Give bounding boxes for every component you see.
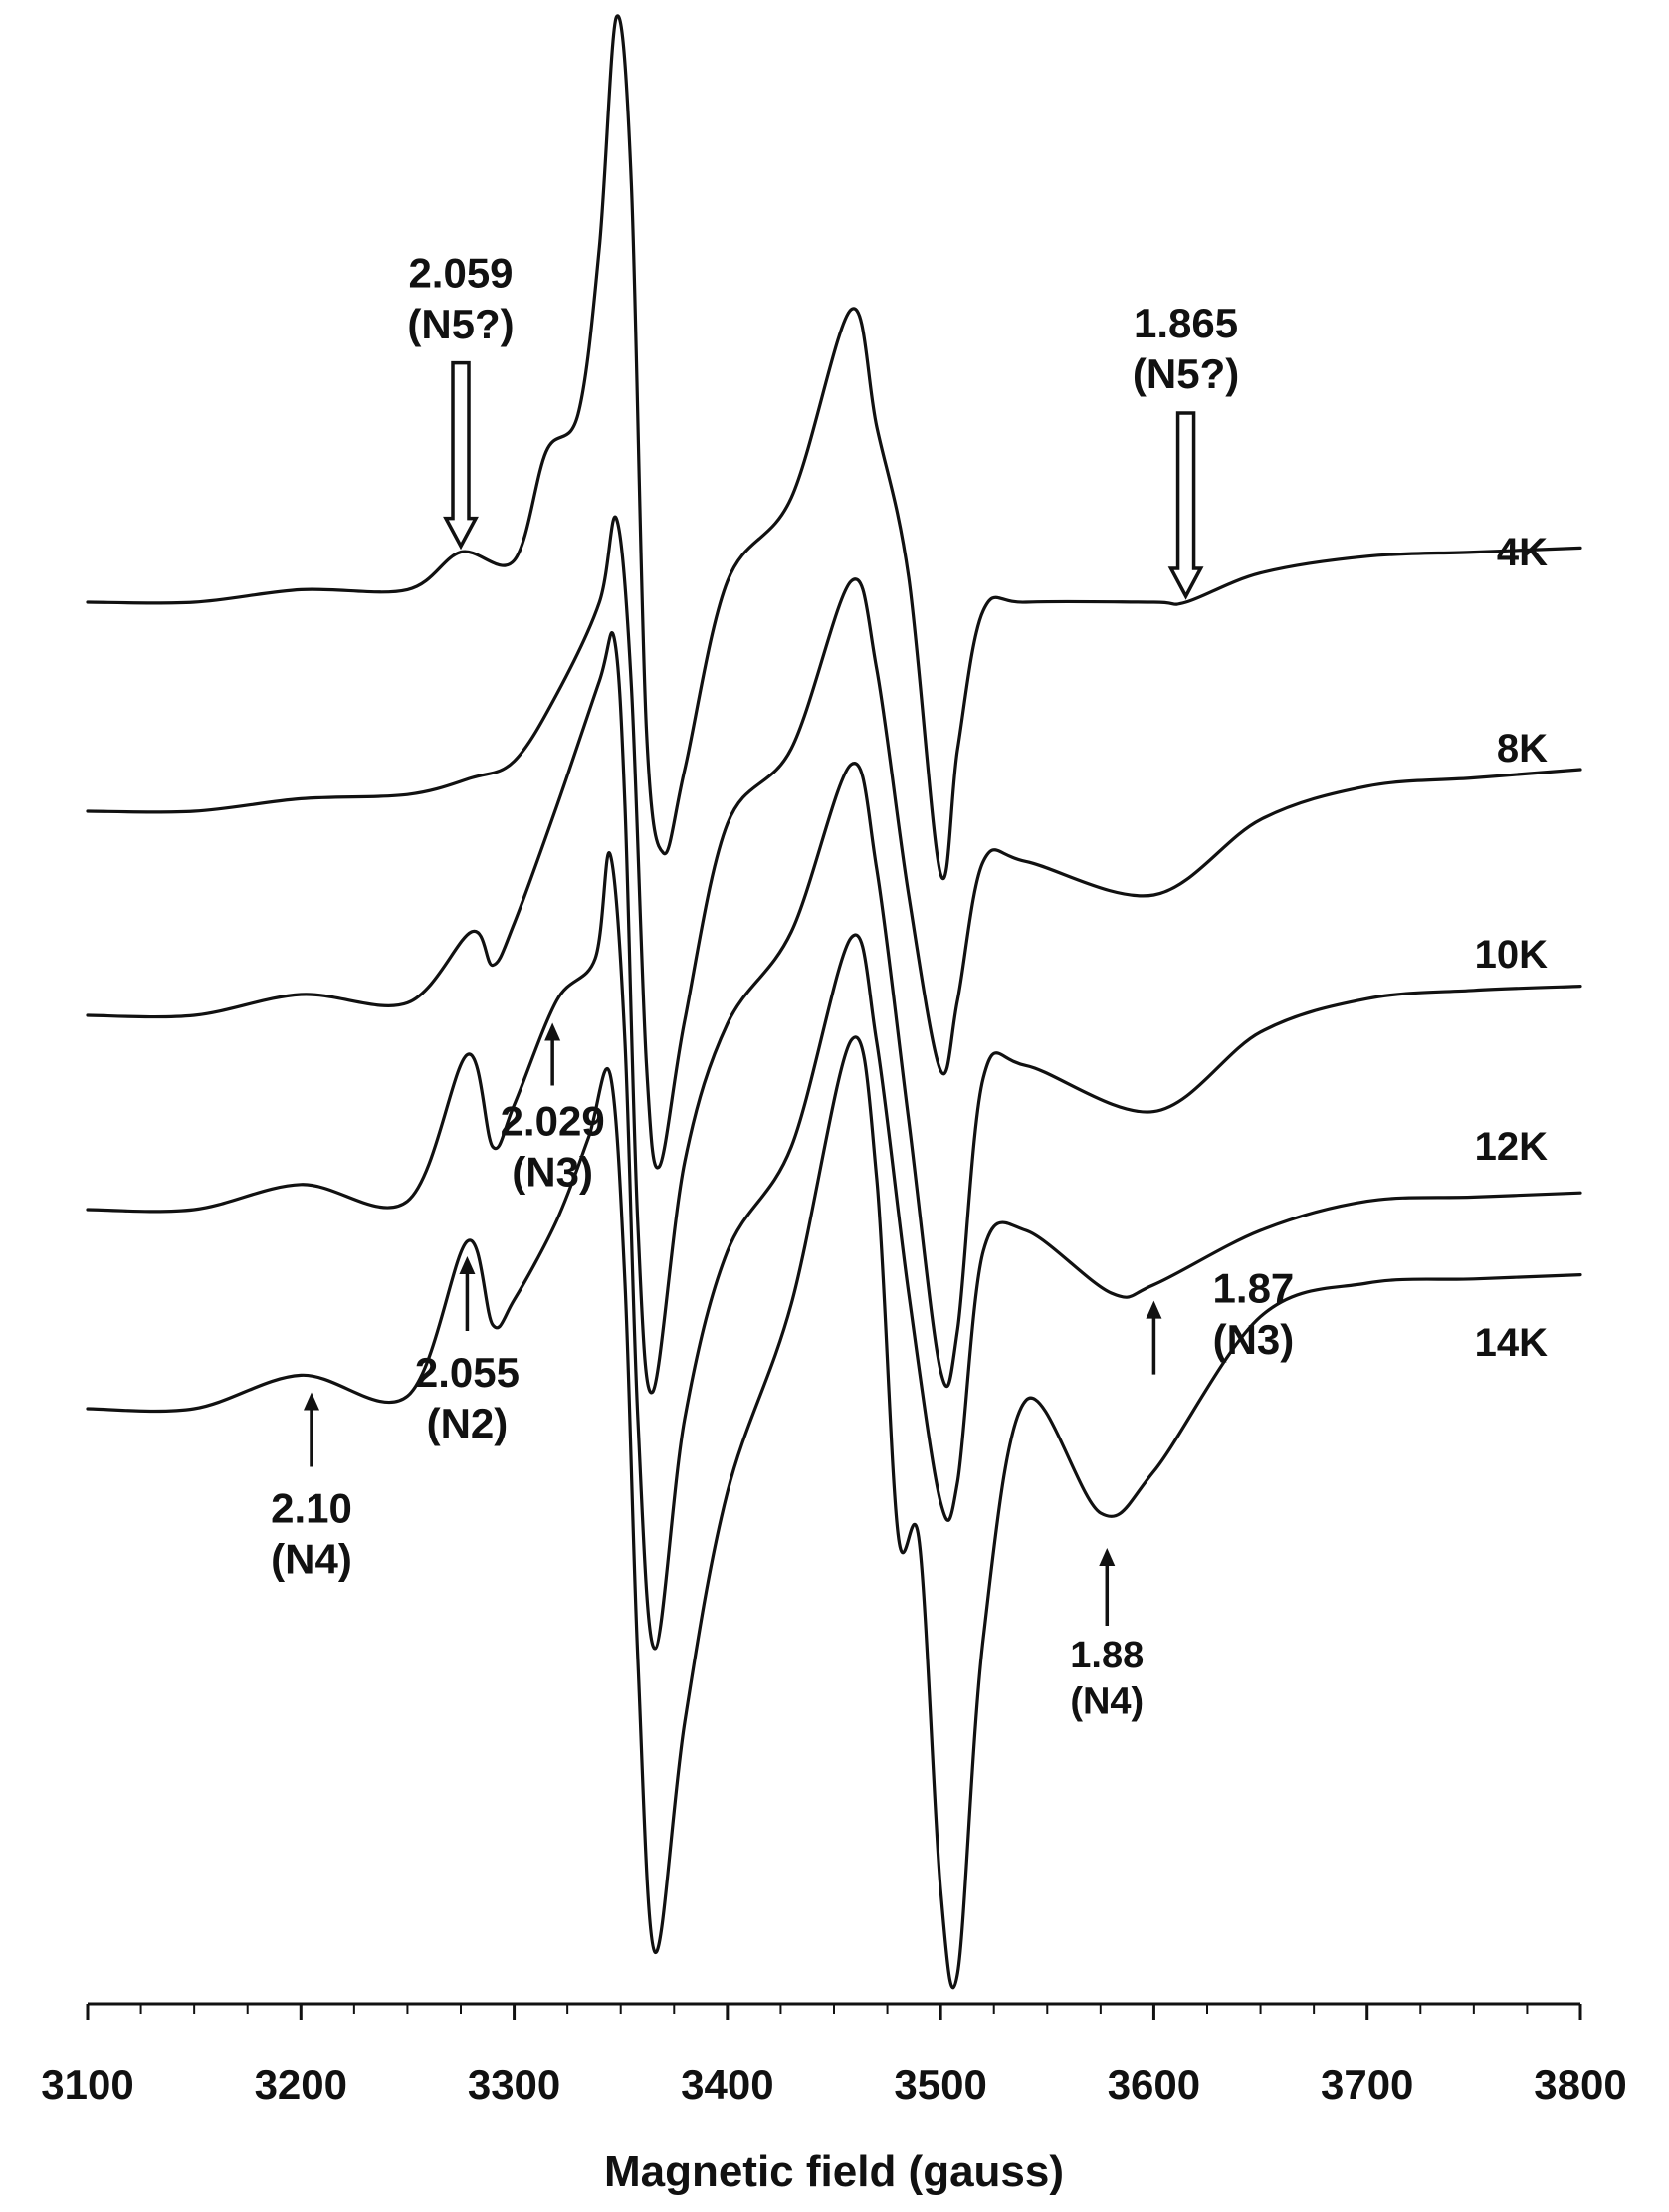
trace-group [86,14,1582,1990]
annotation-value: 2.10 [271,1485,352,1532]
annotation-value: 1.88 [1070,1635,1144,1676]
annotation-value: 2.055 [415,1349,520,1396]
x-tick-label: 3800 [1534,2061,1626,2107]
x-tick-label: 3100 [41,2061,133,2107]
series-line-10k [86,631,1582,1395]
series-label-8k: 8K [1497,727,1548,771]
annotation-g-1-87: 1.87(N3) [1146,1265,1294,1375]
series-line-12k [86,851,1582,1651]
annotation-group: 2.059(N5?)1.865(N5?)1.87(N3)2.029(N3)2.1… [271,250,1294,1723]
annotation-assignment: (N4) [271,1536,352,1583]
annotation-g-2-055: 2.055(N2) [415,1256,520,1446]
x-tick-label: 3400 [681,2061,773,2107]
annotation-value: 2.029 [501,1098,605,1145]
hollow-arrow [443,360,479,551]
annotation-g-1-865: 1.865(N5?) [1133,300,1239,600]
series-line-14k [86,1035,1582,1990]
series-label-4k: 4K [1497,531,1548,574]
trace-label-group: 4K 8K 10K 12K 14K [1475,531,1548,1365]
arrow-head [1146,1300,1162,1319]
annotation-g-2-10: 2.10(N4) [271,1392,352,1583]
annotation-assignment: (N3) [1213,1316,1295,1363]
annotation-value: 1.87 [1213,1265,1295,1312]
x-tick-label: 3200 [255,2061,347,2107]
annotation-value: 2.059 [408,250,513,297]
series-label-10k: 10K [1475,933,1548,977]
x-tick-label: 3700 [1321,2061,1413,2107]
x-tick-label: 3300 [468,2061,560,2107]
hollow-arrow [1167,411,1204,600]
x-axis-label: Magnetic field (gauss) [604,2147,1064,2196]
x-axis-ticks: 3100 3200 3300 3400 3500 3600 3700 3800 [41,2004,1627,2107]
annotation-assignment: (N2) [427,1400,509,1446]
x-tick-label: 3500 [894,2061,986,2107]
series-line-8k [86,515,1582,1170]
annotation-assignment: (N4) [1070,1680,1144,1722]
annotation-assignment: (N5?) [1133,350,1239,397]
annotation-value: 1.865 [1134,300,1238,346]
series-label-12k: 12K [1475,1125,1548,1169]
arrow-head [1099,1547,1116,1566]
series-line-4k [86,14,1582,880]
arrow-head [544,1022,561,1041]
arrow-head [459,1256,476,1274]
x-tick-label: 3600 [1108,2061,1200,2107]
series-label-14k: 14K [1475,1321,1548,1365]
annotation-assignment: (N3) [512,1149,593,1196]
annotation-g-2-059: 2.059(N5?) [407,250,515,551]
annotation-g-2-029: 2.029(N3) [501,1022,605,1196]
annotation-g-1-88: 1.88(N4) [1070,1547,1144,1722]
annotation-assignment: (N5?) [407,301,514,347]
arrow-head [304,1392,319,1411]
